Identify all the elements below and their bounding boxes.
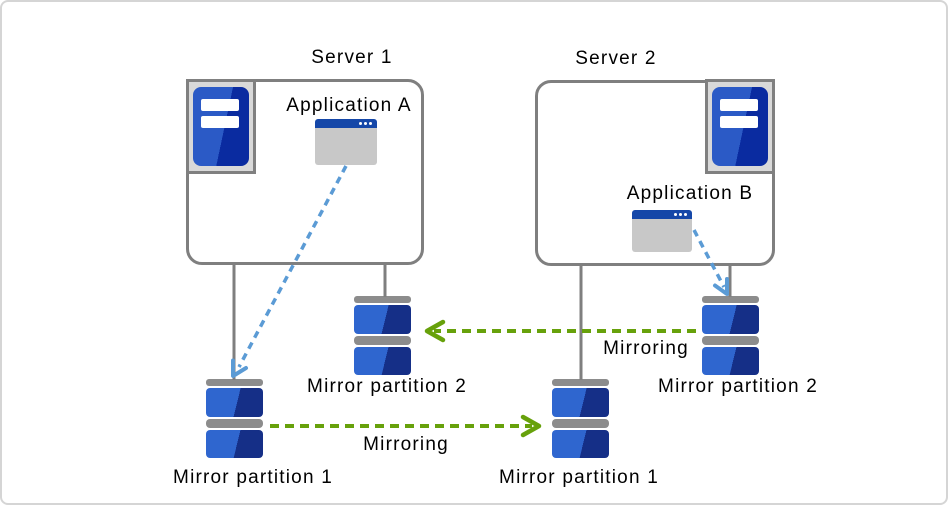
disk-segment bbox=[206, 430, 263, 458]
disk-segment bbox=[702, 347, 759, 375]
disk-segment bbox=[552, 388, 609, 417]
server1-title: Server 1 bbox=[311, 47, 393, 68]
server-tower-body bbox=[193, 87, 249, 166]
server2-title: Server 2 bbox=[575, 48, 657, 69]
arrowhead-left-icon bbox=[424, 319, 446, 343]
server-tower-icon bbox=[186, 79, 256, 174]
app-window-icon bbox=[632, 210, 692, 252]
disk-cap bbox=[702, 296, 759, 303]
server-drive-bay bbox=[720, 99, 758, 111]
disk-segment bbox=[354, 347, 411, 375]
mirroring-bottom-label: Mirroring bbox=[363, 434, 449, 455]
disk-divider bbox=[552, 419, 609, 428]
disk-divider bbox=[702, 336, 759, 345]
server-drive-bay bbox=[201, 99, 239, 111]
server1-mirror-partition1-label: Mirror partition 1 bbox=[173, 467, 333, 488]
disk-partition-icon bbox=[354, 296, 411, 375]
arrowhead-right-icon bbox=[520, 414, 542, 438]
window-dot-icon bbox=[679, 213, 682, 216]
disk-partition-icon bbox=[206, 379, 263, 458]
app-window-icon bbox=[315, 119, 377, 165]
disk-cap bbox=[206, 379, 263, 386]
mirroring-arrow-bottom bbox=[270, 414, 542, 438]
window-body bbox=[315, 128, 377, 165]
window-dot-icon bbox=[364, 122, 367, 125]
arrowhead-down-icon bbox=[713, 277, 729, 296]
disk-segment bbox=[552, 430, 609, 458]
server2-mirror-partition1-label: Mirror partition 1 bbox=[499, 467, 659, 488]
window-body bbox=[632, 219, 692, 252]
arrowhead-down-left-icon bbox=[231, 358, 248, 378]
application-b-label: Application B bbox=[626, 183, 754, 204]
server-drive-bay bbox=[720, 116, 758, 128]
disk-segment bbox=[354, 305, 411, 334]
window-titlebar bbox=[315, 119, 377, 128]
disk-segment bbox=[702, 305, 759, 334]
window-dot-icon bbox=[369, 122, 372, 125]
disk-divider bbox=[354, 336, 411, 345]
disk-cap bbox=[552, 379, 609, 386]
window-dot-icon bbox=[684, 213, 687, 216]
server-tower-body bbox=[712, 87, 768, 166]
disk-partition-icon bbox=[552, 379, 609, 458]
disk-segment bbox=[206, 388, 263, 417]
server2-mirror-partition2-label: Mirror partition 2 bbox=[658, 376, 818, 397]
disk-partition-icon bbox=[702, 296, 759, 375]
mirroring-top-label: Mirroring bbox=[603, 338, 689, 359]
window-dot-icon bbox=[359, 122, 362, 125]
disk-cap bbox=[354, 296, 411, 303]
disk-divider bbox=[206, 419, 263, 428]
server-tower-icon bbox=[705, 79, 775, 174]
window-titlebar bbox=[632, 210, 692, 219]
server-drive-bay bbox=[201, 116, 239, 128]
window-dot-icon bbox=[674, 213, 677, 216]
server1-mirror-partition2-label: Mirror partition 2 bbox=[307, 376, 467, 397]
application-a-label: Application A bbox=[286, 95, 412, 116]
